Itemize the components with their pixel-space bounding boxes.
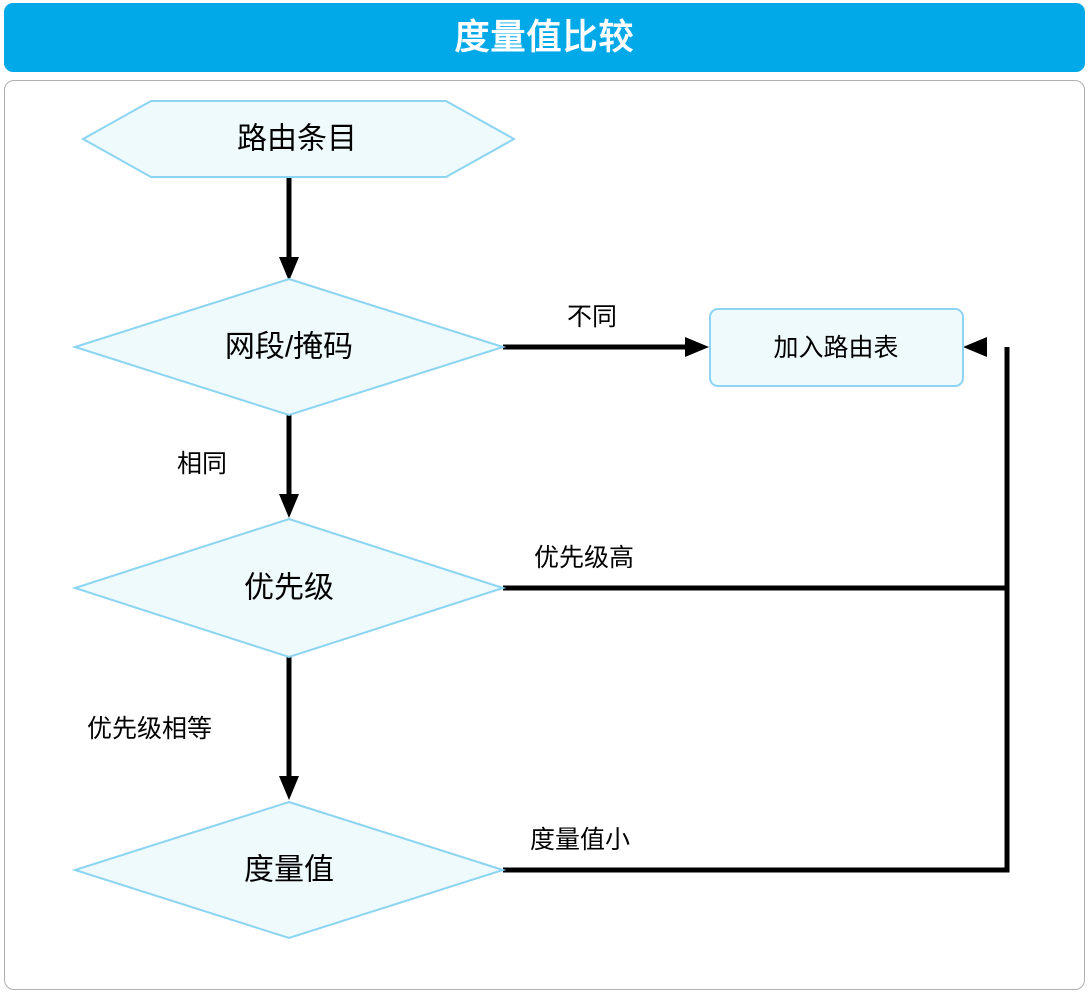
flowchart-diagram: 不同 相同 优先级高 优先级相等 度量值小 <box>71 100 1010 940</box>
edge-network-mask-to-add-route-table: 不同 <box>503 303 709 357</box>
edge-start-to-network-mask <box>279 177 299 281</box>
edge-priority-to-metric: 优先级相等 <box>87 657 299 800</box>
edge-network-mask-to-priority: 相同 <box>177 415 299 518</box>
node-route-entry[interactable]: 路由条目 <box>80 100 517 178</box>
node-metric[interactable]: 度量值 <box>71 800 507 940</box>
edge-label-priority-equal: 优先级相等 <box>87 715 212 743</box>
node-metric-label: 度量值 <box>244 854 334 887</box>
node-network-mask[interactable]: 网段/掩码 <box>71 277 507 417</box>
rounded-rect-shape <box>709 308 964 387</box>
edge-label-different: 不同 <box>567 303 617 331</box>
node-priority-label: 优先级 <box>244 572 334 605</box>
edge-label-metric-small: 度量值小 <box>530 826 630 854</box>
node-add-route-table[interactable]: 加入路由表 <box>709 308 964 387</box>
node-network-mask-label: 网段/掩码 <box>225 331 353 364</box>
edge-metric-to-add-route-table: 度量值小 <box>503 347 1010 873</box>
diamond-shape <box>71 800 507 940</box>
node-route-entry-label: 路由条目 <box>237 123 357 156</box>
edge-label-priority-high: 优先级高 <box>534 544 634 572</box>
diamond-shape <box>71 277 507 417</box>
page-title: 度量值比较 <box>454 18 635 57</box>
flowchart-canvas: 不同 相同 优先级高 优先级相等 度量值小 <box>4 80 1085 990</box>
hexagon-shape <box>80 100 517 178</box>
edge-label-same: 相同 <box>177 450 227 478</box>
return-path-arrow-head <box>963 337 987 357</box>
page-title-bar: 度量值比较 <box>4 3 1085 72</box>
node-priority[interactable]: 优先级 <box>71 517 507 659</box>
node-add-route-table-label: 加入路由表 <box>773 334 898 362</box>
diamond-shape <box>71 517 507 659</box>
